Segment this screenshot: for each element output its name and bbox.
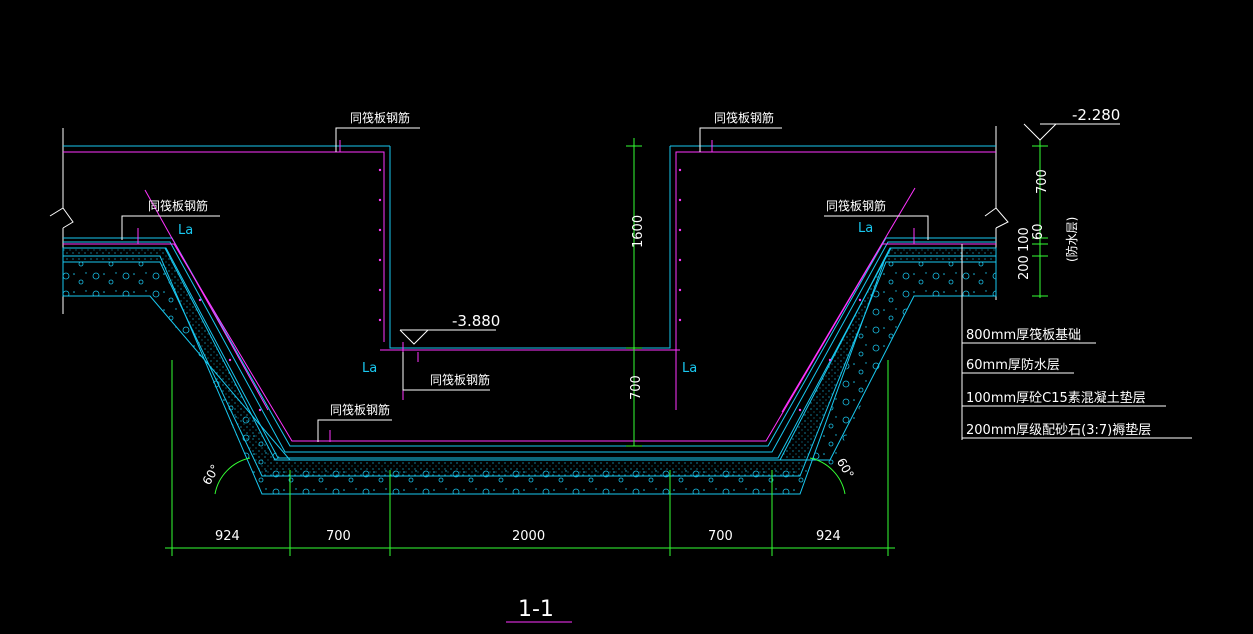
rebar-note-top-right: 同筏板钢筋 <box>714 110 774 125</box>
la-label-right: La <box>858 221 873 236</box>
dim-h-4: 924 <box>816 529 841 544</box>
rebar-dots <box>198 168 862 412</box>
section-title: 1-1 <box>518 597 554 622</box>
elevation-pit-bottom: -3.880 <box>452 312 500 330</box>
rebar-note-right: 同筏板钢筋 <box>826 198 886 213</box>
raft-slab <box>63 146 996 447</box>
dim-h-0: 924 <box>215 529 240 544</box>
rebar-note-top-left: 同筏板钢筋 <box>350 110 410 125</box>
layer-cushion: 100mm厚砼C15素混凝土垫层 <box>966 390 1146 406</box>
layer-bedding: 200mm厚级配砂石(3:7)褥垫层 <box>966 422 1151 438</box>
rebar-note-center: 同筏板钢筋 <box>430 372 490 387</box>
dim-side-700: 700 <box>1035 169 1050 194</box>
la-label-center-right: La <box>682 361 697 376</box>
la-label-left: La <box>178 223 193 238</box>
bedding-layer <box>62 255 997 495</box>
dim-h-3: 700 <box>708 529 733 544</box>
dim-pit-slab: 700 <box>629 375 644 400</box>
rebar-note-left: 同筏板钢筋 <box>148 198 208 213</box>
note-leaders <box>121 127 929 442</box>
waterproof-note: (防水层) <box>1064 217 1079 262</box>
cushion-layer <box>62 247 997 477</box>
layer-raft: 800mm厚筏板基础 <box>966 327 1081 343</box>
waterproof-layer <box>63 241 996 459</box>
layer-waterproof: 60mm厚防水层 <box>966 357 1060 373</box>
dim-h-2: 2000 <box>512 529 545 544</box>
elevation-top: -2.280 <box>1072 106 1120 124</box>
rebar-note-bottom: 同筏板钢筋 <box>330 402 390 417</box>
dimension-lines <box>165 138 1048 556</box>
angle-label-left: 60° <box>200 462 223 487</box>
la-label-center-left: La <box>362 361 377 376</box>
dim-pit-depth: 1600 <box>631 215 646 248</box>
dim-side-200: 200 <box>1017 255 1032 280</box>
elevation-markers <box>399 123 1120 345</box>
layer-legend-lines <box>961 244 1192 440</box>
note-ticks <box>137 140 915 442</box>
dim-side-100: 100 <box>1017 227 1032 252</box>
angle-label-right: 60° <box>834 456 857 481</box>
dim-h-1: 700 <box>326 529 351 544</box>
rebar-lines <box>63 151 996 442</box>
dim-side-60: 60 <box>1031 223 1046 240</box>
